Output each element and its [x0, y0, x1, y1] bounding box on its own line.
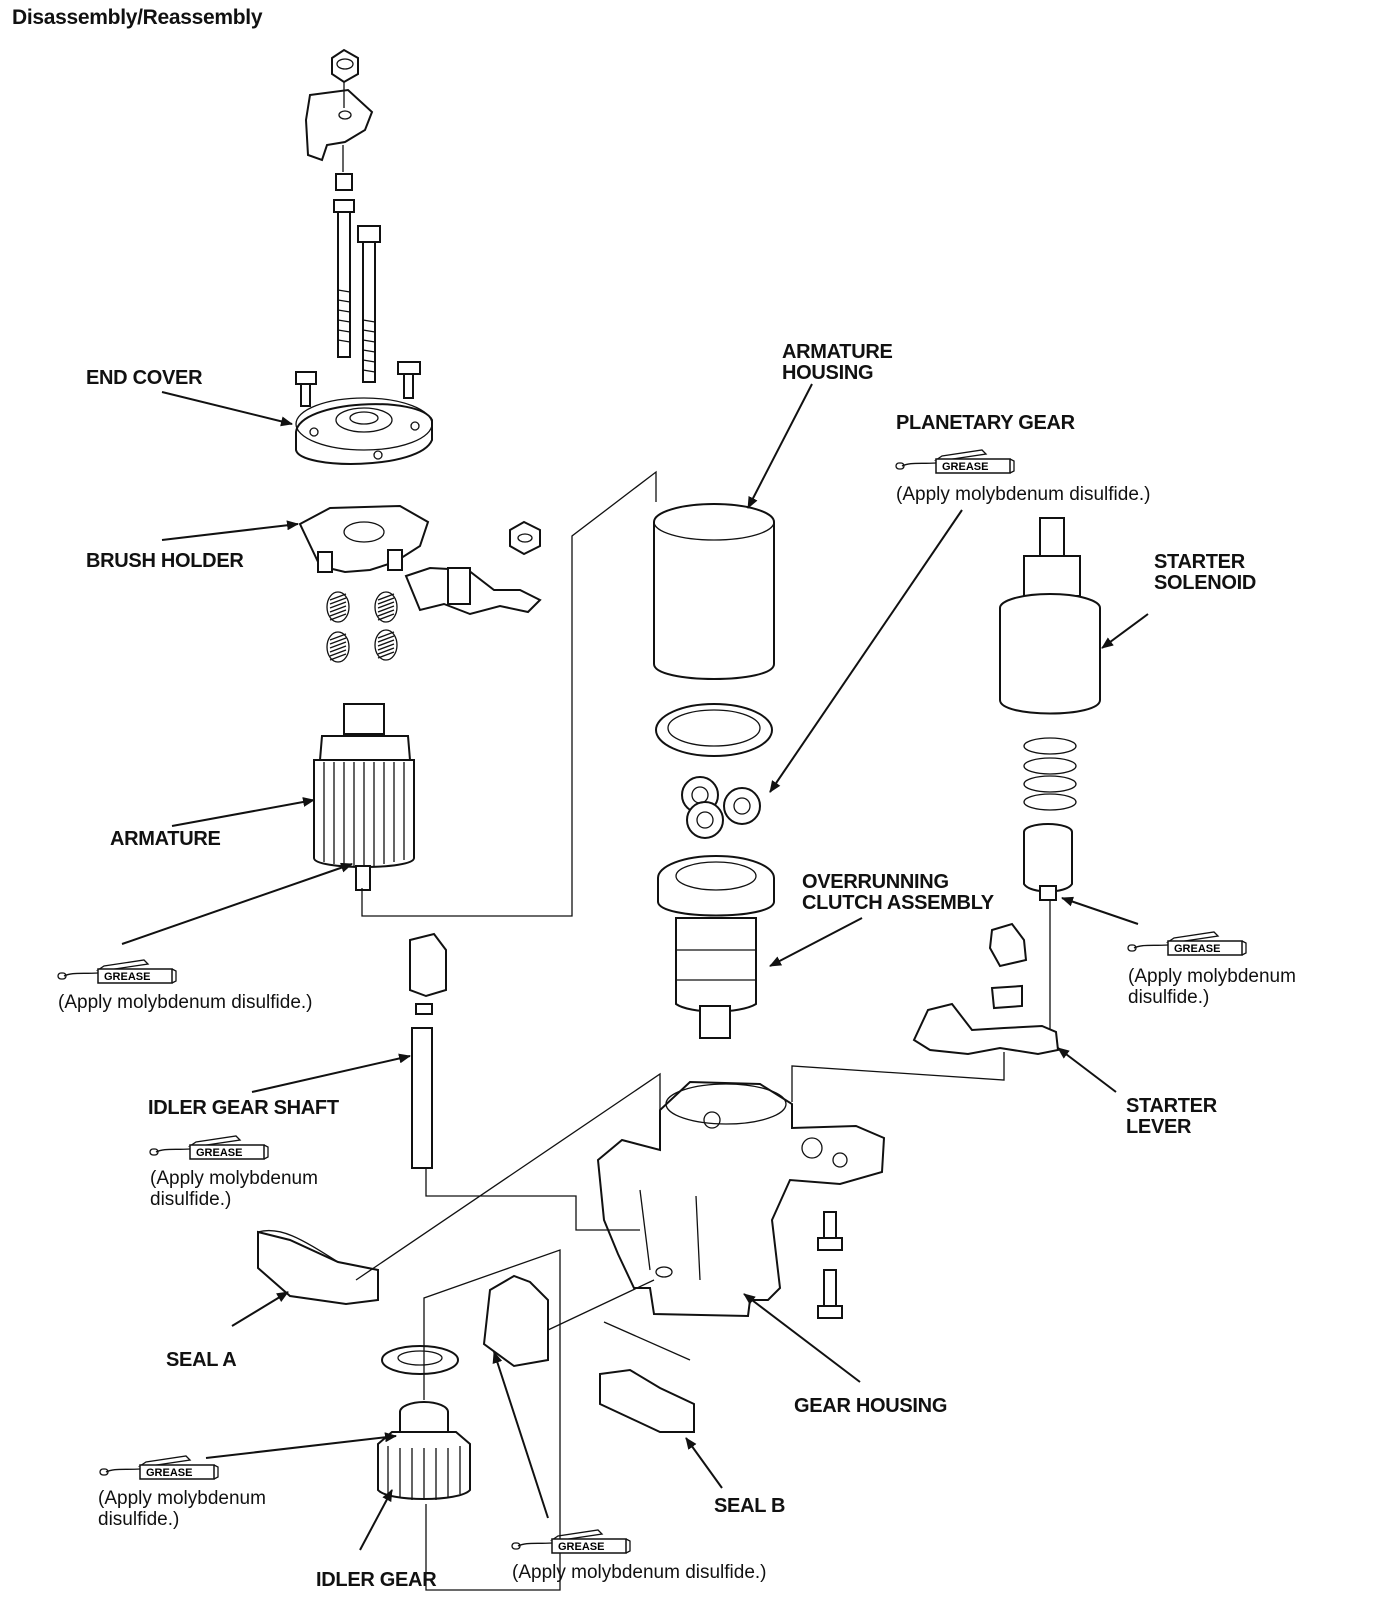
note-armature: (Apply molybdenum disulfide.)	[58, 992, 313, 1013]
solenoid-spring	[1023, 737, 1077, 811]
armature-housing-part	[653, 503, 775, 680]
label-idler-gear: IDLER GEAR	[316, 1569, 437, 1591]
idler-shaft-parts	[409, 932, 447, 1169]
starter-lever-part	[912, 1002, 1060, 1056]
label-armature: ARMATURE	[110, 828, 221, 850]
end-cover-screws	[295, 361, 421, 407]
planetary-gears	[681, 776, 761, 839]
washer	[381, 1345, 459, 1375]
terminal-nut	[509, 520, 541, 556]
note-idler-bracket: (Apply molybdenum disulfide.)	[512, 1562, 767, 1583]
label-end-cover: END COVER	[86, 367, 203, 389]
label-starter-solenoid-1: STARTER	[1154, 551, 1245, 573]
grease-applicator-icon	[149, 1135, 269, 1160]
grease-applicator-icon	[99, 1455, 219, 1480]
label-overrunning-clutch-2: CLUTCH ASSEMBLY	[802, 892, 994, 914]
label-overrunning-clutch-1: OVERRUNNING	[802, 871, 949, 893]
label-starter-lever-2: LEVER	[1126, 1116, 1192, 1138]
brush-holder-part	[298, 504, 430, 574]
brush-bracket	[304, 82, 374, 162]
seal-a-part	[257, 1229, 379, 1306]
label-seal-a: SEAL A	[166, 1349, 237, 1371]
end-nut	[331, 48, 359, 84]
lever-pads	[988, 922, 1028, 1010]
note-idler-shaft-2: disulfide.)	[150, 1189, 232, 1210]
brush-terminal	[404, 566, 542, 616]
gear-plate	[655, 703, 773, 757]
label-seal-b: SEAL B	[714, 1495, 786, 1517]
leader-arrows	[121, 383, 1149, 1551]
housing-bolts	[817, 1211, 843, 1319]
label-gear-housing: GEAR HOUSING	[794, 1395, 948, 1417]
note-plunger-1: (Apply molybdenum	[1128, 966, 1296, 987]
overrunning-clutch-part	[657, 855, 775, 1039]
gear-housing-part	[596, 1080, 886, 1318]
label-starter-lever-1: STARTER	[1126, 1095, 1217, 1117]
note-idler-shaft-1: (Apply molybdenum	[150, 1168, 318, 1189]
label-brush-holder: BRUSH HOLDER	[86, 550, 244, 572]
starter-solenoid-part	[999, 517, 1101, 715]
grease-applicator-icon	[511, 1529, 631, 1554]
idler-gear-part	[377, 1401, 471, 1500]
note-planetary-gear: (Apply molybdenum disulfide.)	[896, 484, 1151, 505]
grease-applicator-icon	[1127, 931, 1247, 956]
seal-b-part	[599, 1368, 695, 1433]
note-plunger-2: disulfide.)	[1128, 987, 1210, 1008]
grease-applicator-icon	[895, 449, 1015, 474]
brush-springs	[326, 591, 398, 663]
label-planetary-gear: PLANETARY GEAR	[896, 412, 1075, 434]
label-idler-gear-shaft: IDLER GEAR SHAFT	[148, 1097, 339, 1119]
note-idler-gear-1: (Apply molybdenum	[98, 1488, 266, 1509]
label-armature-housing-2: HOUSING	[782, 362, 874, 384]
plunger	[1023, 823, 1073, 1040]
through-bolt-1	[333, 145, 355, 358]
end-cover-part	[295, 397, 433, 465]
alignment-lines	[355, 470, 1005, 1591]
armature-part	[313, 703, 415, 891]
grease-applicator-icon	[57, 959, 177, 984]
label-starter-solenoid-2: SOLENOID	[1154, 572, 1257, 594]
note-idler-gear-2: disulfide.)	[98, 1509, 180, 1530]
label-armature-housing-1: ARMATURE	[782, 341, 893, 363]
page-title: Disassembly/Reassembly	[12, 6, 263, 29]
through-bolt-2	[357, 225, 381, 383]
